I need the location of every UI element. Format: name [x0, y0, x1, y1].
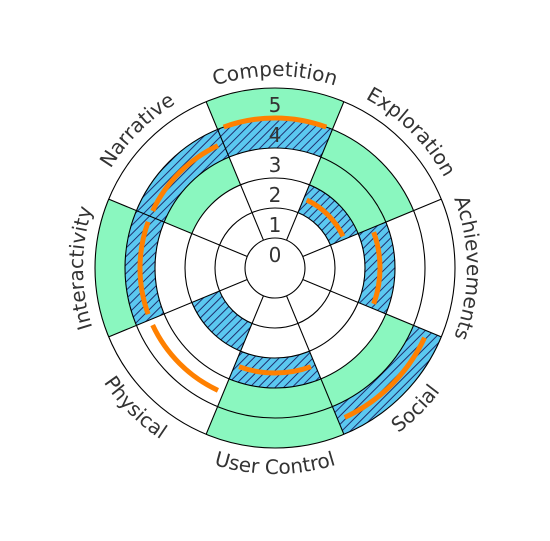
ring-label-5: 5 — [269, 93, 282, 117]
grid-ring-1 — [214, 207, 336, 329]
line-layer — [137, 115, 427, 420]
ring-label-1: 1 — [269, 213, 282, 237]
grid-divider-7 — [108, 198, 248, 258]
hatch-band-interactivity — [125, 210, 165, 326]
grid-divider-4 — [285, 295, 345, 435]
value-arc-competition — [222, 115, 328, 130]
hatch-layer — [125, 117, 442, 435]
grid-ring-5 — [94, 87, 456, 449]
hatch-band-competition — [217, 117, 333, 158]
ring-label-3: 3 — [269, 153, 282, 177]
grid-divider-1 — [285, 101, 345, 241]
value-arc-user-control — [238, 364, 312, 376]
grid-divider-3 — [302, 278, 442, 338]
category-label-narrative: Narrative — [95, 88, 179, 172]
value-arc-narrative — [150, 143, 220, 213]
ring-label-0: 0 — [269, 243, 282, 267]
category-label-competition: Competition — [209, 57, 340, 90]
category-label-interactivity: Interactivity — [64, 203, 97, 333]
category-label-user-control: User Control — [212, 446, 337, 479]
fill-band-competition — [206, 88, 344, 130]
grid-divider-0 — [205, 101, 265, 241]
grid-layer — [94, 87, 456, 449]
value-arc-achievements — [371, 231, 383, 305]
grid-ring-2 — [184, 177, 366, 359]
grid-ring-0 — [244, 237, 306, 299]
grid-ring-3 — [154, 147, 396, 389]
value-arc-physical — [150, 323, 220, 393]
grid-divider-6 — [108, 278, 248, 338]
grid-divider-2 — [302, 198, 442, 258]
grid-divider-5 — [205, 295, 265, 435]
hatch-band-physical — [191, 290, 253, 352]
value-arc-interactivity — [137, 220, 151, 316]
fill-band-exploration — [309, 129, 414, 234]
value-arc-social — [343, 336, 427, 420]
hatch-band-user-control — [229, 351, 321, 388]
ring-label-2: 2 — [269, 183, 282, 207]
ring-label-4: 4 — [269, 123, 282, 147]
fill-band-user-control — [206, 378, 344, 448]
value-arc-exploration — [305, 197, 346, 238]
hatch-band-achievements — [358, 222, 395, 314]
